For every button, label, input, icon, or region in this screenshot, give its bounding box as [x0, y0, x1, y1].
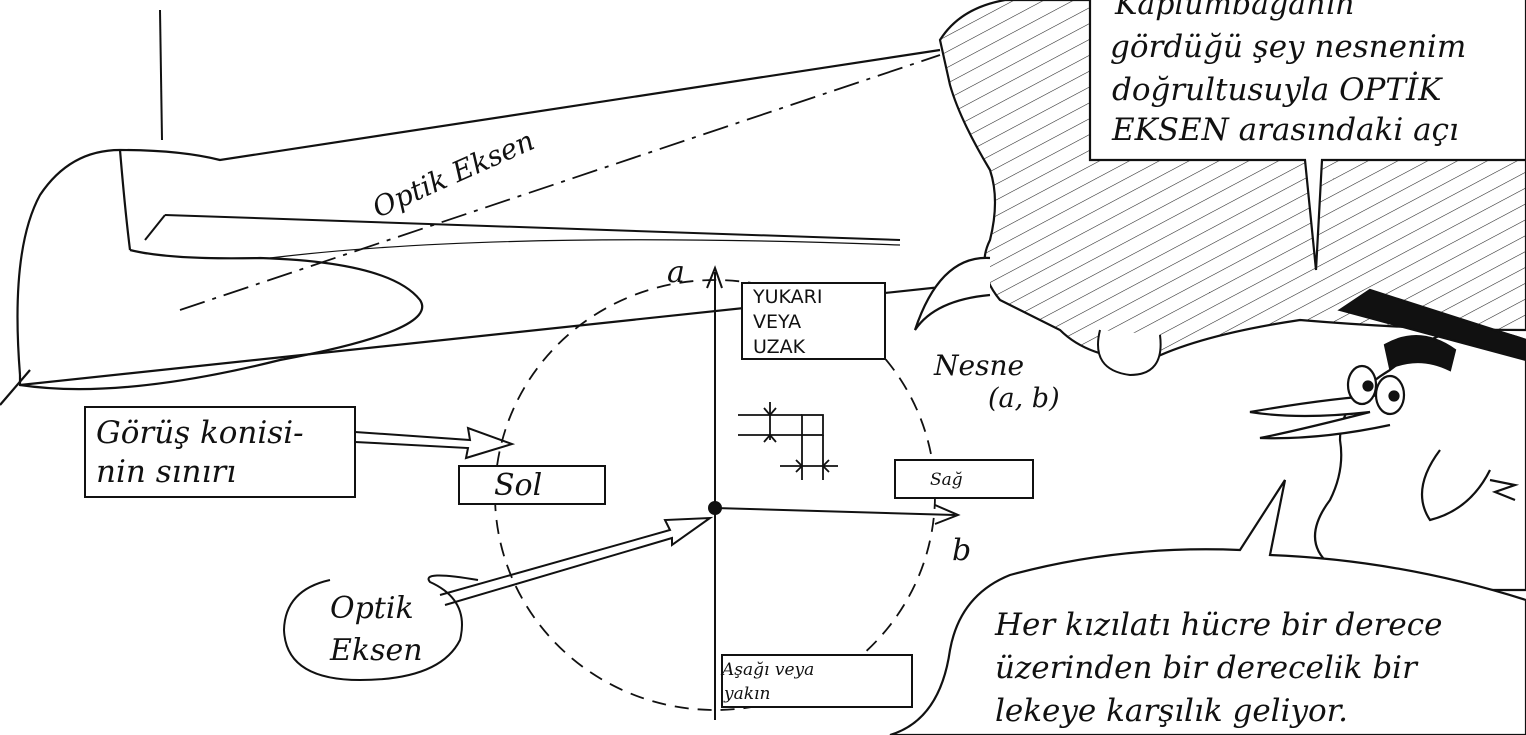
turtle-jaw	[915, 258, 990, 330]
speech-top-line-1: Kaplumbağanın	[1114, 0, 1354, 22]
optik-eksen-arrow	[440, 518, 710, 605]
origin-point	[709, 502, 721, 514]
gorus-line-1: Görüş konisi-	[96, 415, 304, 451]
gorus-konisi-box: Görüş konisi- nin sınırı	[85, 407, 355, 497]
bird-body	[1315, 330, 1526, 590]
yukari-box: YUKARI VEYA UZAK	[742, 283, 885, 359]
speech-bottom-line-2: üzerinden bir derecelik bir	[995, 650, 1419, 686]
asagi-box: Aşağı veya yakın	[720, 655, 912, 707]
speech-top-line-2: gördüğü şey nesnenim	[1110, 29, 1466, 65]
optik-eksen-bubble: Optik Eksen	[284, 518, 710, 680]
object-square	[802, 415, 823, 435]
asagi-line-2: yakın	[723, 684, 770, 704]
sag-label: Sağ	[930, 470, 963, 490]
axis-b-label: b	[952, 533, 971, 568]
yukari-line-1: YUKARI	[752, 286, 822, 308]
bird-pupil-right	[1390, 392, 1399, 401]
gorus-konisi-arrow	[355, 428, 512, 458]
optik-bubble-line-2: Eksen	[329, 633, 423, 668]
optik-eksen-axis-label: Optik Eksen	[367, 124, 539, 225]
bird-pupil-left	[1364, 382, 1373, 391]
object-square-group	[738, 402, 838, 480]
nesne-label: Nesne	[933, 349, 1024, 382]
axis-b-line	[715, 508, 955, 515]
sol-box: Sol	[459, 466, 605, 504]
nesne-coords-label: (a, b)	[988, 383, 1060, 414]
yukari-line-2: VEYA	[753, 311, 801, 333]
speech-bottom-line-3: lekeye karşılık geliyor.	[995, 693, 1348, 729]
sag-box: Sağ	[895, 460, 1033, 498]
speech-top-line-4: EKSEN arasındaki açı	[1111, 112, 1459, 148]
turtle-chin	[1098, 330, 1161, 375]
optical-axis-line	[180, 55, 940, 310]
asagi-line-1: Aşağı veya	[720, 660, 814, 680]
yukari-line-3: UZAK	[753, 336, 806, 358]
gorus-line-2: nin sınırı	[96, 454, 236, 490]
bird-character	[1250, 290, 1526, 590]
speech-bottom-line-1: Her kızılatı hücre bir derece	[994, 607, 1442, 643]
sol-label: Sol	[494, 468, 542, 503]
speech-top-line-3: doğrultusuyla OPTİK	[1112, 70, 1443, 108]
axis-a-label: a	[667, 255, 685, 290]
optik-bubble-line-1: Optik	[330, 591, 414, 626]
